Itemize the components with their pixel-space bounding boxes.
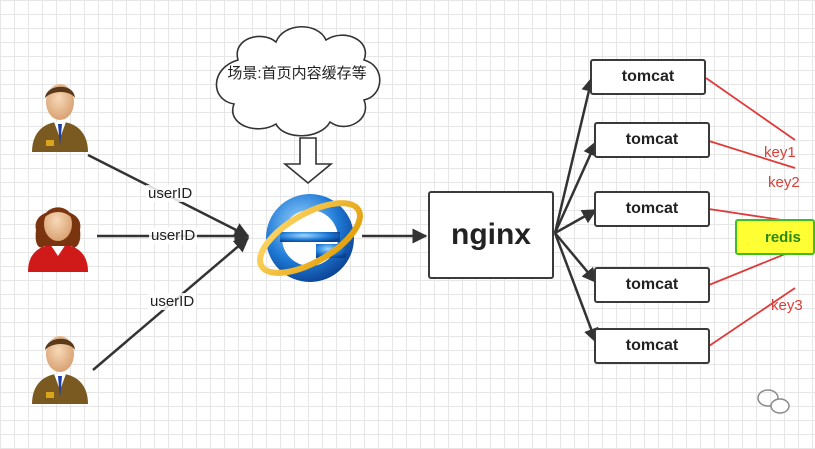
redis-line-4 <box>708 249 796 286</box>
key-label-3: key3 <box>771 297 803 314</box>
redis-lines <box>705 77 796 347</box>
scenario-text: 场景:首页内容缓存等 <box>227 65 367 82</box>
redis-box: redis <box>735 219 815 255</box>
tomcat-box-5: tomcat <box>594 328 710 364</box>
edge-label-userid-2: userID <box>149 227 198 244</box>
edge-label-userid-3: userID <box>148 293 197 310</box>
tomcat-box-3: tomcat <box>594 191 710 227</box>
tomcat-box-4: tomcat <box>594 267 710 303</box>
arrow-nginx-tomcat-5 <box>553 232 599 344</box>
redis-line-2 <box>708 140 796 169</box>
arrow-nginx-tomcat-1 <box>553 76 597 234</box>
tomcat-box-1: tomcat <box>590 59 706 95</box>
internet-explorer-icon <box>257 194 363 282</box>
key-label-2: key2 <box>768 174 800 191</box>
woman-icon <box>28 207 88 272</box>
edge-label-userid-1: userID <box>146 185 195 202</box>
key-label-1: key1 <box>764 144 796 161</box>
nginx-box: nginx <box>428 191 554 279</box>
scenario-cloud <box>215 26 381 137</box>
arrow-nginx-tomcat-4 <box>554 232 597 284</box>
tomcat-box-2: tomcat <box>594 122 710 158</box>
arrow-nginx-tomcat-3 <box>554 208 598 235</box>
wechat-watermark-icon <box>757 389 790 414</box>
redis-line-1 <box>705 77 796 141</box>
businessman-icon <box>32 84 88 152</box>
cloud-down-arrow <box>282 137 334 185</box>
arrow-nginx-tomcat-2 <box>553 140 598 234</box>
redis-line-5 <box>708 287 796 347</box>
nginx-arrows <box>553 76 599 344</box>
businessman-icon <box>32 336 88 404</box>
